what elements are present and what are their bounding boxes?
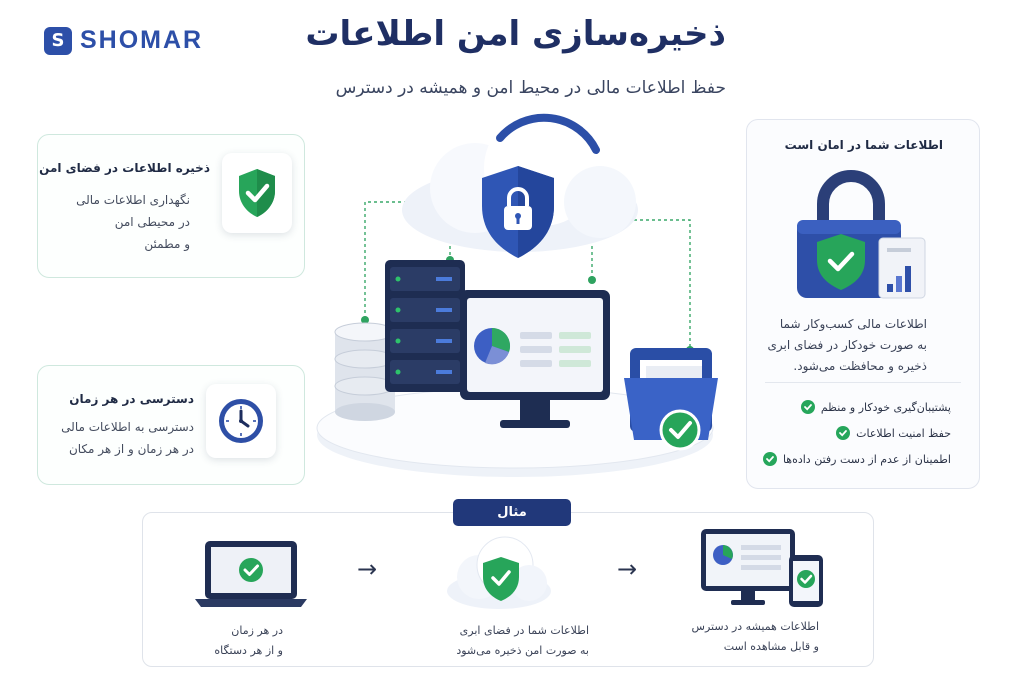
arrow-right-icon: →: [357, 555, 378, 583]
example-step3-text: اطلاعات همیشه در دسترس و قابل مشاهده است: [692, 617, 819, 657]
secure-storage-title: ذخیره اطلاعات در فضای امن: [39, 161, 210, 175]
data-safe-line1: اطلاعات مالی کسب‌وکار شما: [779, 317, 927, 331]
example-step2-text: اطلاعات شما در فضای ابری به صورت امن ذخی…: [456, 621, 589, 661]
example-section: در هر زمان و از هر دستگاه → اطلاعات شما …: [142, 512, 874, 667]
clock-icon: [219, 399, 263, 443]
brand-logo: S SHOMAR: [44, 26, 203, 55]
cloud-shield-icon: [447, 536, 551, 609]
example-step2-line1: اطلاعات شما در فضای ابری: [459, 624, 589, 637]
data-safe-desc: اطلاعات مالی کسب‌وکار شما به صورت خودکار…: [757, 314, 927, 377]
devices-dashboard-icon: [701, 529, 823, 607]
folder-check-icon: [659, 409, 701, 451]
anytime-access-desc: دسترسی به اطلاعات مالی در هر زمان و از ه…: [34, 416, 194, 460]
feature-item: حفظ امنیت اطلاعات: [836, 426, 951, 440]
check-circle-icon: [800, 400, 815, 414]
example-step1-line2: و از هر دستگاه: [214, 644, 283, 657]
feature-label: پشتیبان‌گیری خودکار و منظم: [820, 400, 951, 414]
padlock-report-icon: [797, 170, 926, 299]
secure-storage-line1: نگهداری اطلاعات مالی: [76, 193, 190, 207]
feature-item: پشتیبان‌گیری خودکار و منظم: [800, 400, 951, 414]
anytime-access-line2: در هر زمان و از هر مکان: [68, 442, 194, 456]
monitor-dashboard-icon: [460, 290, 610, 428]
data-safe-line2: به صورت خودکار در فضای ابری: [767, 338, 927, 352]
page-title: ذخیره‌سازی امن اطلاعات: [305, 14, 726, 54]
laptop-check-icon: [195, 541, 307, 607]
server-rack-icon: [385, 260, 465, 392]
shield-lock-icon: [482, 166, 554, 258]
data-safe-title: اطلاعات شما در امان است: [784, 138, 943, 152]
example-step3-line2: و قابل مشاهده است: [723, 640, 819, 653]
example-step1-text: در هر زمان و از هر دستگاه: [214, 621, 283, 661]
cloud-storage-illustration: [316, 110, 718, 477]
secure-storage-line2: در محیطی امن: [114, 215, 190, 229]
data-safe-panel: اطلاعات شما در امان است اطلاعات مالی کسب…: [746, 119, 980, 489]
secure-storage-card: ذخیره اطلاعات در فضای امن نگهداری اطلاعا…: [37, 134, 305, 278]
feature-item: اطمینان از عدم از دست رفتن داده‌ها: [762, 452, 951, 466]
anytime-access-line1: دسترسی به اطلاعات مالی: [61, 420, 194, 434]
anytime-access-icon-tile: [206, 384, 276, 458]
data-safe-line3: ذخیره و محافظت می‌شود.: [793, 359, 927, 373]
anytime-access-title: دسترسی در هر زمان: [69, 392, 194, 406]
shield-check-icon: [239, 169, 275, 217]
check-circle-icon: [762, 452, 777, 466]
logo-badge: S: [44, 26, 72, 55]
example-step2-line2: به صورت امن ذخیره می‌شود: [456, 644, 589, 657]
logo-text: SHOMAR: [80, 26, 204, 54]
example-tag: مثال: [453, 499, 571, 526]
feature-label: حفظ امنیت اطلاعات: [856, 426, 951, 440]
example-step3-line1: اطلاعات همیشه در دسترس: [691, 620, 819, 633]
feature-label: اطمینان از عدم از دست رفتن داده‌ها: [782, 452, 951, 466]
example-step1-line1: در هر زمان: [231, 624, 283, 637]
secure-storage-icon-tile: [222, 153, 292, 233]
secure-storage-desc: نگهداری اطلاعات مالی در محیطی امن و مطمئ…: [40, 189, 190, 255]
arrow-right-icon: →: [617, 555, 638, 583]
secure-storage-line3: و مطمئن: [144, 237, 190, 251]
check-circle-icon: [836, 426, 851, 440]
panel-divider: [765, 382, 961, 383]
page-subtitle: حفظ اطلاعات مالی در محیط امن و همیشه در …: [335, 78, 726, 98]
anytime-access-card: دسترسی در هر زمان دسترسی به اطلاعات مالی…: [37, 365, 305, 485]
